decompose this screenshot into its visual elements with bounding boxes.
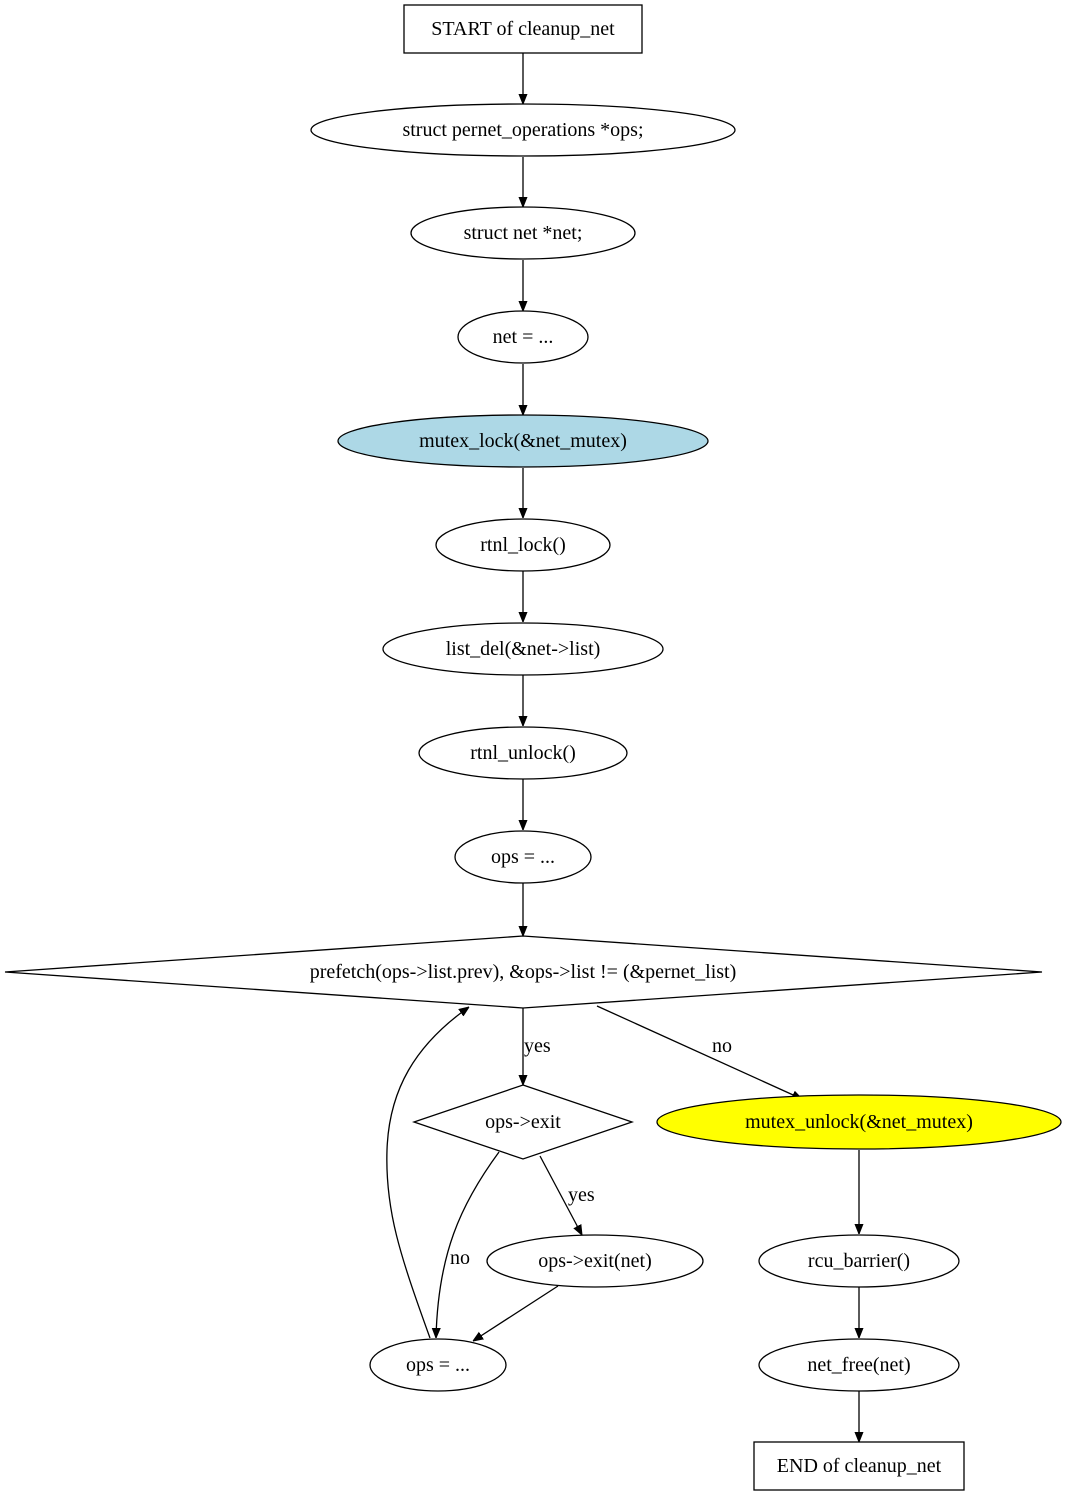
svg-text:rtnl_lock(): rtnl_lock() [480,534,566,556]
svg-text:ops->exit(net): ops->exit(net) [538,1250,651,1272]
edge-label-loop-yes: yes [524,1035,551,1057]
svg-text:struct net *net;: struct net *net; [464,222,583,244]
edge-ops-exit-cond-to-assign-ops2 [436,1151,500,1338]
svg-text:prefetch(ops->list.prev), &ops: prefetch(ops->list.prev), &ops->list != … [310,961,737,983]
svg-text:rtnl_unlock(): rtnl_unlock() [470,742,576,764]
svg-text:END of cleanup_net: END of cleanup_net [777,1455,942,1477]
node-net-free: net_free(net) [758,1338,960,1392]
svg-text:mutex_lock(&net_mutex): mutex_lock(&net_mutex) [419,430,627,452]
svg-text:ops = ...: ops = ... [491,846,555,868]
edges: yes no yes no [386,53,859,1442]
node-ops-exit-call: ops->exit(net) [486,1234,704,1288]
svg-text:ops = ...: ops = ... [406,1354,470,1376]
edge-label-exit-yes: yes [568,1184,595,1206]
node-rtnl-unlock: rtnl_unlock() [418,726,628,780]
edge-label-exit-no: no [450,1247,470,1269]
edge-ops-exit-cond-to-ops-exit-call [539,1155,582,1235]
svg-text:net_free(net): net_free(net) [807,1354,910,1376]
svg-text:ops->exit: ops->exit [485,1111,561,1133]
node-rtnl-lock: rtnl_lock() [435,518,611,572]
svg-text:mutex_unlock(&net_mutex): mutex_unlock(&net_mutex) [745,1111,973,1133]
node-end: END of cleanup_net [753,1441,965,1491]
node-mutex-unlock: mutex_unlock(&net_mutex) [656,1094,1062,1150]
node-decl-ops: struct pernet_operations *ops; [310,103,736,157]
node-loop-cond: prefetch(ops->list.prev), &ops->list != … [4,935,1043,1009]
edge-label-loop-no: no [712,1035,732,1057]
node-assign-ops2: ops = ... [369,1338,507,1392]
node-rcu-barrier: rcu_barrier() [758,1234,960,1288]
svg-text:START of cleanup_net: START of cleanup_net [431,18,615,40]
svg-text:rcu_barrier(): rcu_barrier() [808,1250,910,1272]
edge-ops-exit-call-to-assign-ops2 [473,1285,559,1341]
svg-text:list_del(&net->list): list_del(&net->list) [446,638,601,660]
node-assign-net: net = ... [457,310,589,364]
svg-text:struct pernet_operations *ops;: struct pernet_operations *ops; [402,119,643,141]
node-start: START of cleanup_net [403,4,643,54]
node-assign-ops: ops = ... [454,830,592,884]
nodes: START of cleanup_net struct pernet_opera… [4,4,1062,1491]
node-ops-exit-cond: ops->exit [411,1084,635,1160]
edge-loop-cond-to-mutex-unlock [596,1005,802,1100]
node-mutex-lock: mutex_lock(&net_mutex) [337,414,709,468]
svg-text:net = ...: net = ... [493,326,554,348]
node-decl-net: struct net *net; [410,206,636,260]
node-list-del: list_del(&net->list) [382,622,664,676]
edge-assign-ops2-to-loop-cond [386,1007,469,1339]
